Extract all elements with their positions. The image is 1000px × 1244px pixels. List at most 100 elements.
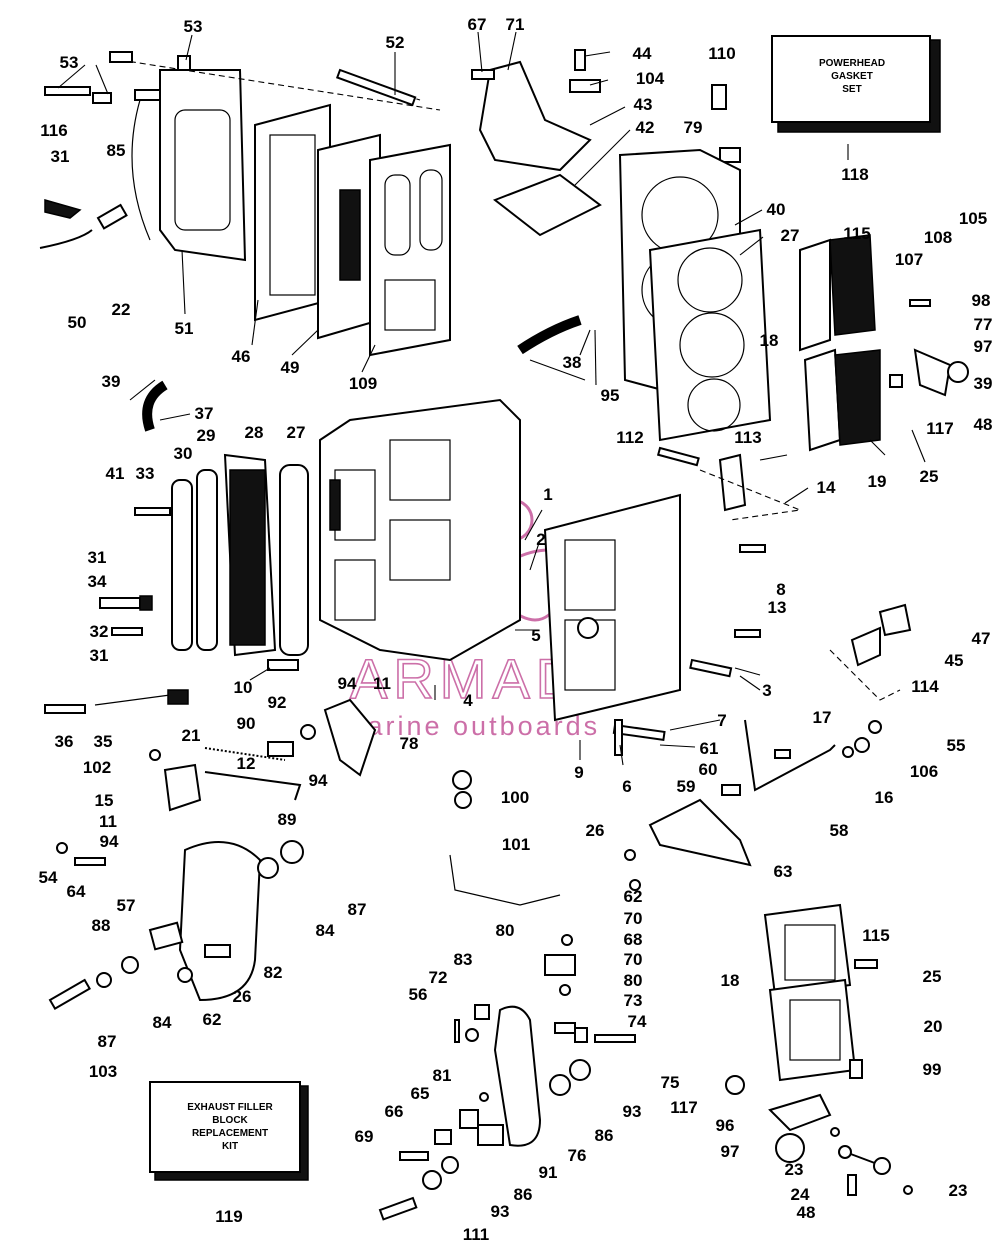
pin-10 — [267, 659, 299, 671]
callout-label: 84 — [153, 1013, 172, 1032]
callout-label: 97 — [721, 1142, 740, 1161]
callout-label: 69 — [355, 1127, 374, 1146]
callout-label: 74 — [628, 1012, 647, 1031]
bolt-3 — [689, 658, 733, 678]
callout-label: 114 — [911, 677, 939, 696]
callout-label: 8 — [776, 580, 785, 599]
washer-92 — [300, 724, 316, 740]
callout-label: 94 — [338, 674, 357, 693]
bolt-90 — [267, 741, 294, 757]
callout-label: 94 — [309, 771, 328, 790]
nut-62 — [177, 967, 193, 983]
linkage-114 — [850, 626, 881, 667]
callout-label: 19 — [868, 472, 887, 491]
callout-label: 42 — [636, 118, 655, 137]
callout-label: 115 — [843, 224, 870, 243]
bolt-32 — [111, 627, 143, 636]
callout-label: 44 — [633, 44, 652, 63]
callout-label: 110 — [708, 44, 735, 63]
callout-label: 6 — [622, 777, 631, 796]
nut-55 — [868, 720, 882, 734]
head-gasket-27 — [648, 228, 772, 442]
callout-label: 11 — [99, 812, 117, 831]
callout-label: 92 — [268, 693, 287, 712]
nut-62-right — [629, 879, 641, 891]
washer-87 — [96, 972, 112, 988]
callout-label: 20 — [924, 1017, 943, 1036]
bolt-64 — [74, 857, 106, 866]
callout-label: 115 — [862, 926, 889, 945]
gasket-set-line-2: GASKET — [831, 71, 873, 82]
callout-label: 22 — [112, 300, 131, 319]
spring-12 — [204, 747, 286, 761]
callout-label: 90 — [237, 714, 256, 733]
bolt-112 — [656, 446, 700, 467]
spark-plug-34 — [99, 595, 153, 611]
callout-label: 24 — [791, 1185, 810, 1204]
callout-label: 73 — [624, 991, 643, 1010]
callout-label: 118 — [841, 165, 868, 184]
callout-label: 88 — [92, 916, 111, 935]
callout-label: 86 — [514, 1185, 533, 1204]
clip-100b — [454, 791, 472, 809]
filler-kit-line-4: KIT — [222, 1141, 238, 1152]
gasket-set-line-1: POWERHEAD — [819, 58, 885, 69]
pin-6 — [614, 719, 623, 756]
gasket-27-left — [279, 464, 309, 656]
callout-label: 31 — [90, 646, 109, 665]
wire-35 — [44, 689, 189, 714]
callout-label: 26 — [233, 987, 252, 1006]
nut-26-right — [624, 849, 636, 861]
callout-label: 58 — [830, 821, 849, 840]
exhaust-filler-block-kit-box: EXHAUST FILLER BLOCK REPLACEMENT KIT — [149, 1081, 309, 1181]
callout-label: 111 — [463, 1225, 490, 1244]
rod-101 — [449, 854, 561, 906]
callout-label: 23 — [785, 1160, 804, 1179]
bolt-60 — [721, 784, 741, 796]
callout-label: 96 — [716, 1116, 735, 1135]
callout-label: 68 — [624, 930, 643, 949]
callout-label: 84 — [316, 921, 335, 940]
callout-label: 43 — [634, 95, 653, 114]
callout-label: 50 — [68, 313, 87, 332]
callout-label: 10 — [234, 678, 253, 697]
callout-label: 81 — [433, 1066, 452, 1085]
callout-label: 9 — [574, 763, 583, 782]
callout-label: 18 — [760, 331, 779, 350]
callout-label: 54 — [39, 868, 58, 887]
callout-label: 47 — [972, 629, 991, 648]
nut-84 — [121, 956, 139, 974]
callout-label: 57 — [117, 896, 136, 915]
callout-label: 76 — [568, 1146, 587, 1165]
callout-label: 41 — [106, 464, 125, 483]
callout-label: 62 — [624, 887, 643, 906]
callout-label: 21 — [182, 726, 201, 745]
callout-label: 53 — [60, 53, 79, 72]
callout-label: 14 — [817, 478, 836, 497]
callout-label: 29 — [197, 426, 216, 445]
cylinder-block — [319, 398, 521, 662]
bracket-71-43 — [471, 49, 741, 172]
callout-label: 11 — [373, 674, 391, 693]
hose-37 — [142, 380, 168, 432]
gasket-set-line-3: SET — [842, 84, 861, 95]
callout-label: 55 — [947, 736, 966, 755]
callout-label: 16 — [875, 788, 894, 807]
callout-label: 93 — [491, 1202, 510, 1221]
washer-87-mid — [280, 840, 304, 864]
bracket-15 — [163, 763, 202, 812]
callout-label: 28 — [245, 423, 264, 442]
bracket-63 — [648, 798, 752, 867]
callout-label: 63 — [774, 862, 793, 881]
callout-labels: 53 52 67 71 44 110 53 104 43 116 85 42 7… — [39, 15, 993, 1244]
callout-label: 13 — [768, 598, 787, 617]
callout-label: 35 — [94, 732, 113, 751]
hose-38 — [517, 315, 582, 355]
callout-label: 97 — [974, 337, 993, 356]
callout-label: 36 — [55, 732, 74, 751]
nut-84-mid — [257, 857, 279, 879]
filler-kit-line-3: REPLACEMENT — [192, 1128, 268, 1139]
callout-label: 112 — [616, 428, 643, 447]
gasket-42 — [492, 173, 602, 237]
callout-label: 104 — [636, 69, 665, 88]
